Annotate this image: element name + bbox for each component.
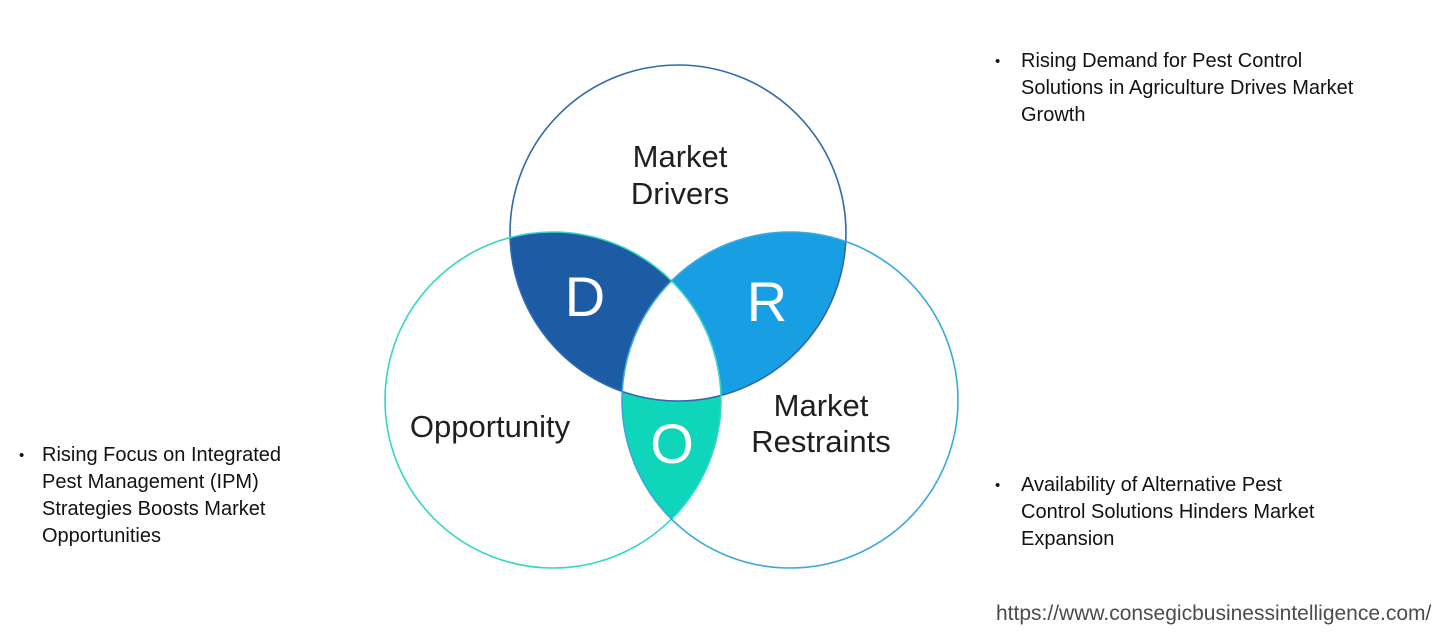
note-line: Expansion xyxy=(1021,528,1115,550)
circle-market-drivers xyxy=(509,64,847,402)
note-line: Rising Demand for Pest Control xyxy=(1021,50,1303,72)
note-line: Strategies Boosts Market xyxy=(42,498,266,520)
letter-r: R xyxy=(747,270,787,333)
label-market-restraints-line2: Restraints xyxy=(751,424,891,459)
label-market-drivers-line1: Market xyxy=(633,139,728,174)
note-text: Rising Demand for Pest Control Solutions… xyxy=(1021,48,1353,129)
note-text: Rising Focus on Integrated Pest Manageme… xyxy=(42,442,281,550)
note-opportunity: • Rising Focus on Integrated Pest Manage… xyxy=(19,442,281,550)
label-market-restraints-line1: Market xyxy=(774,388,869,423)
overlap-drivers-opportunity xyxy=(510,232,672,392)
note-text: Availability of Alternative Pest Control… xyxy=(1021,472,1314,553)
note-line: Solutions in Agriculture Drives Market xyxy=(1021,77,1354,99)
note-line: Opportunities xyxy=(42,525,161,547)
bullet-dot: • xyxy=(995,477,1001,494)
circle-opportunity xyxy=(384,231,722,569)
note-line: Rising Focus on Integrated xyxy=(42,444,282,466)
source-url: https://www.consegicbusinessintelligence… xyxy=(996,602,1432,625)
letter-d: D xyxy=(565,265,605,328)
bullet-dot: • xyxy=(995,53,1001,70)
letter-o: O xyxy=(650,412,694,475)
note-line: Pest Management (IPM) xyxy=(42,471,259,493)
circle-market-restraints xyxy=(621,231,959,569)
note-line: Availability of Alternative Pest xyxy=(1021,474,1282,496)
bullet-dot: • xyxy=(19,447,25,464)
note-market-restraint: • Availability of Alternative Pest Contr… xyxy=(995,472,1314,553)
note-market-driver: • Rising Demand for Pest Control Solutio… xyxy=(995,48,1353,129)
note-line: Control Solutions Hinders Market xyxy=(1021,501,1315,523)
note-line: Growth xyxy=(1021,104,1086,126)
label-market-drivers-line2: Drivers xyxy=(631,176,729,211)
label-opportunity: Opportunity xyxy=(410,409,571,444)
